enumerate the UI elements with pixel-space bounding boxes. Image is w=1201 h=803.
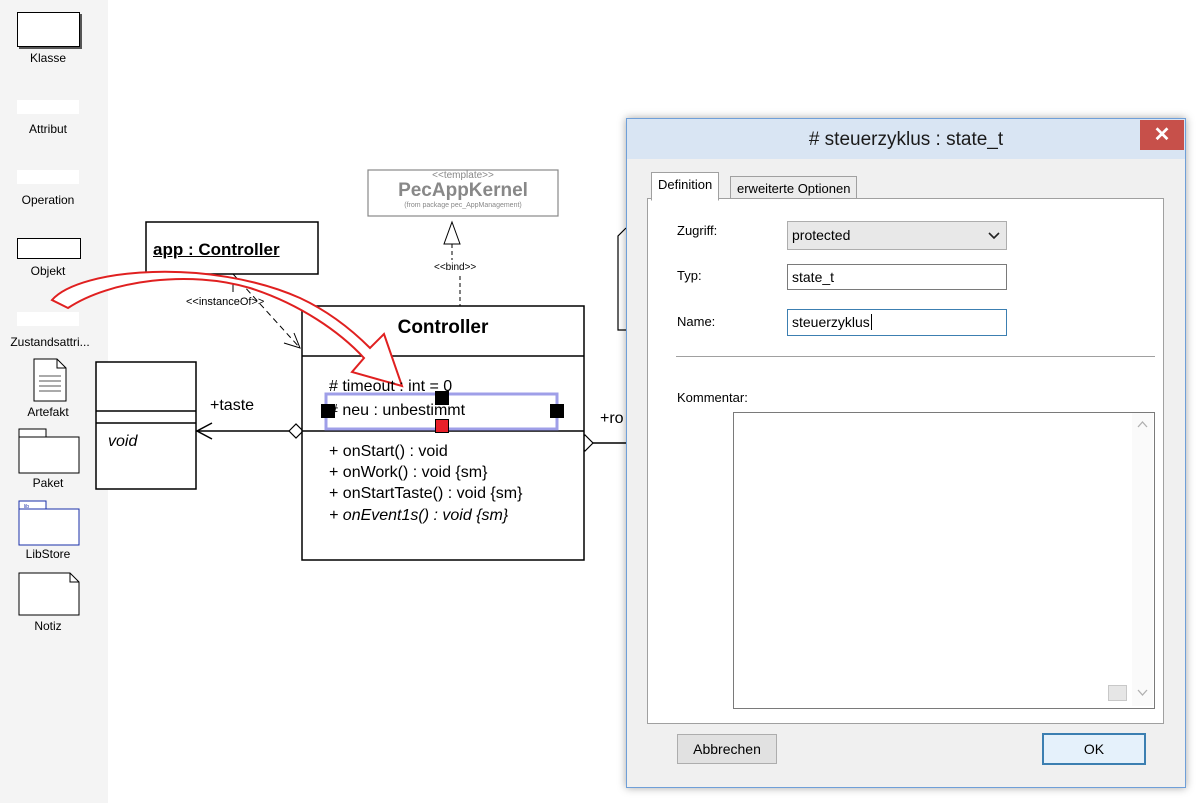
palette-item-label: Attribut xyxy=(28,122,67,136)
close-icon[interactable]: ✕ xyxy=(1140,120,1184,150)
chevron-down-icon[interactable] xyxy=(1137,689,1148,696)
comment-scrollbar[interactable] xyxy=(1132,413,1153,706)
object-tool-icon[interactable] xyxy=(17,238,81,259)
name-label: Name: xyxy=(677,314,716,329)
tab-definition[interactable]: Definition xyxy=(651,172,720,201)
libstore-tool-icon[interactable]: lib xyxy=(18,500,80,546)
palette-item-label: Artefakt xyxy=(27,405,69,419)
definition-panel: Zugriff: protected Typ: state_t Name: st… xyxy=(647,198,1164,724)
separator xyxy=(676,356,1155,357)
selection-handle-top[interactable] xyxy=(435,391,449,405)
tab-advanced-options[interactable]: erweiterte Optionen xyxy=(730,176,858,202)
operation-row[interactable]: + onStartTaste() : void {sm} xyxy=(329,485,523,502)
name-input-value: steuerzyklus xyxy=(792,314,870,330)
type-label: Typ: xyxy=(677,268,702,283)
instance-of-label: <<instanceOf>> xyxy=(186,296,265,308)
operation-row[interactable]: + onWork() : void {sm} xyxy=(329,464,488,481)
ok-button[interactable]: OK xyxy=(1042,733,1146,765)
association-role-left[interactable]: +taste xyxy=(210,397,255,414)
dialog-title: # steuerzyklus : state_t xyxy=(808,129,1004,150)
operation-row[interactable]: + onStart() : void xyxy=(329,443,448,460)
association-role-right[interactable]: +ro xyxy=(600,410,624,427)
object-label[interactable]: app : Controller xyxy=(153,240,280,259)
left-class-operation-fragment: void xyxy=(108,433,138,450)
palette-item-label: Zustandsattri... xyxy=(10,335,90,349)
type-input[interactable]: state_t xyxy=(787,264,1007,290)
comment-label: Kommentar: xyxy=(677,390,748,405)
access-select[interactable]: protected xyxy=(787,221,1007,250)
dialog-titlebar[interactable] xyxy=(627,119,1185,159)
chevron-up-icon[interactable] xyxy=(1137,421,1148,428)
operation-row[interactable]: + onEvent1s() : void {sm} xyxy=(329,507,509,524)
tool-palette: Klasse Attribut Operation Objekt Zustand… xyxy=(0,0,108,803)
resize-grip-icon[interactable] xyxy=(1108,685,1127,701)
template-package: (from package pec_AppManagement) xyxy=(404,202,522,209)
palette-item-label: LibStore xyxy=(25,547,71,561)
comment-textarea[interactable] xyxy=(733,412,1155,709)
chevron-down-icon xyxy=(988,232,1000,240)
selection-handle-left[interactable] xyxy=(321,404,335,418)
palette-item-label: Operation xyxy=(21,193,75,207)
attribute-row-selected[interactable]: # neu : unbestimmt xyxy=(329,402,466,420)
note-tool-icon[interactable] xyxy=(18,572,80,616)
selection-handle-right[interactable] xyxy=(550,404,564,418)
palette-item-label: Paket xyxy=(32,476,64,490)
attribute-properties-dialog: # steuerzyklus : state_t ✕ Definition er… xyxy=(626,118,1186,788)
class-name[interactable]: Controller xyxy=(397,317,489,338)
access-select-value: protected xyxy=(792,227,851,243)
state-attribute-tool-icon[interactable] xyxy=(17,312,79,326)
palette-item-label: Objekt xyxy=(30,264,66,278)
template-name[interactable]: PecAppKernel xyxy=(398,180,528,201)
name-input[interactable]: steuerzyklus xyxy=(787,309,1007,336)
text-caret xyxy=(870,314,872,330)
bind-label: <<bind>> xyxy=(434,262,477,273)
package-tool-icon[interactable] xyxy=(18,428,80,474)
selection-handle-bottom[interactable] xyxy=(435,419,449,433)
cancel-button[interactable]: Abbrechen xyxy=(677,734,777,764)
palette-item-label: Notiz xyxy=(34,619,62,633)
svg-text:lib: lib xyxy=(24,504,29,510)
operation-tool-icon[interactable] xyxy=(17,170,79,184)
class-tool-icon[interactable] xyxy=(17,12,80,47)
access-label: Zugriff: xyxy=(677,223,718,238)
palette-item-label: Klasse xyxy=(29,51,67,65)
attribute-tool-icon[interactable] xyxy=(17,100,79,114)
attribute-row[interactable]: # timeout : int = 0 xyxy=(329,378,453,395)
template-stereotype: <<template>> xyxy=(432,170,494,181)
artifact-tool-icon[interactable] xyxy=(33,358,67,402)
